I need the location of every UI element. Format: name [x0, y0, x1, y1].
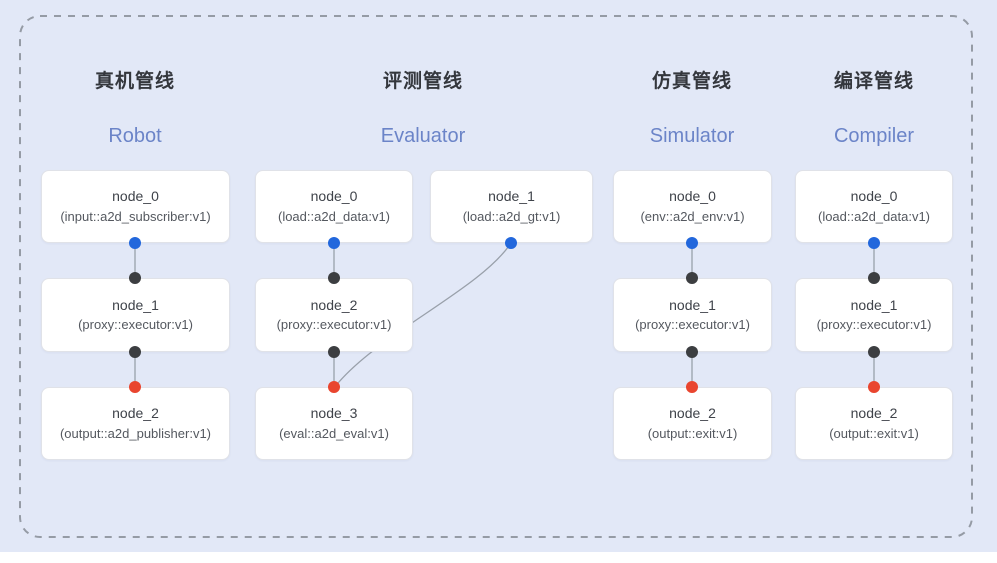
- node-name: node_1: [669, 296, 716, 313]
- node-type: (input::a2d_subscriber:v1): [60, 208, 211, 224]
- node-type: (output::a2d_publisher:v1): [59, 425, 212, 441]
- node-box-robot-1: node_1 (proxy::executor:v1): [41, 278, 230, 352]
- node-name: node_2: [310, 296, 358, 313]
- red-port-dot: [686, 381, 698, 393]
- node-name: node_0: [112, 188, 159, 205]
- curved-wire: [333, 242, 512, 389]
- pipeline-title-en-robot: Robot: [108, 125, 162, 147]
- node-box-evaluator-1: node_1 (load::a2d_gt:v1): [430, 170, 593, 243]
- node-box-compiler-1: node_1 (proxy::executor:v1): [795, 278, 953, 352]
- node-box-evaluator-3: node_3 (eval::a2d_eval:v1): [255, 387, 413, 460]
- black-port-dot: [129, 346, 141, 358]
- node-box-simulator-0: node_0 (env::a2d_env:v1): [613, 170, 772, 243]
- node-name: node_1: [488, 188, 535, 205]
- node-box-evaluator-2: node_2 (proxy::executor:v1): [255, 278, 413, 352]
- node-name: node_0: [310, 188, 358, 205]
- node-name: node_0: [850, 188, 898, 205]
- node-box-robot-2: node_2 (output::a2d_publisher:v1): [41, 387, 230, 460]
- red-port-dot: [328, 381, 340, 393]
- node-box-compiler-2: node_2 (output::exit:v1): [795, 387, 953, 460]
- black-port-dot: [686, 272, 698, 284]
- blue-port-dot: [505, 237, 517, 249]
- node-type: (proxy::executor:v1): [78, 317, 193, 333]
- bottom-white-strip: [0, 552, 997, 563]
- black-port-dot: [868, 272, 880, 284]
- node-type: (env::a2d_env:v1): [640, 208, 745, 224]
- node-name: node_0: [669, 188, 716, 205]
- node-type: (proxy::executor:v1): [276, 317, 392, 333]
- node-box-robot-0: node_0 (input::a2d_subscriber:v1): [41, 170, 230, 243]
- node-type: (output::exit:v1): [647, 425, 738, 441]
- node-name: node_2: [850, 405, 898, 422]
- black-port-dot: [129, 272, 141, 284]
- red-port-dot: [868, 381, 880, 393]
- red-port-dot: [129, 381, 141, 393]
- node-name: node_2: [669, 405, 716, 422]
- node-type: (load::a2d_data:v1): [817, 208, 931, 224]
- pipeline-title-zh-evaluator: 评测管线: [382, 71, 464, 92]
- black-port-dot: [686, 346, 698, 358]
- pipeline-title-zh-compiler: 编译管线: [833, 71, 915, 92]
- node-name: node_3: [310, 405, 358, 422]
- black-port-dot: [868, 346, 880, 358]
- node-box-compiler-0: node_0 (load::a2d_data:v1): [795, 170, 953, 243]
- pipeline-title-zh-robot: 真机管线: [94, 71, 176, 92]
- blue-port-dot: [328, 237, 340, 249]
- pipeline-title-en-simulator: Simulator: [649, 125, 735, 147]
- pipeline-title-en-evaluator: Evaluator: [380, 125, 466, 147]
- node-type: (proxy::executor:v1): [635, 317, 750, 333]
- node-type: (output::exit:v1): [829, 425, 919, 441]
- black-port-dot: [328, 346, 340, 358]
- node-box-simulator-1: node_1 (proxy::executor:v1): [613, 278, 772, 352]
- black-port-dot: [328, 272, 340, 284]
- node-box-simulator-2: node_2 (output::exit:v1): [613, 387, 772, 460]
- node-type: (proxy::executor:v1): [816, 317, 932, 333]
- blue-port-dot: [129, 237, 141, 249]
- node-type: (load::a2d_data:v1): [277, 208, 391, 224]
- node-name: node_2: [112, 405, 159, 422]
- node-box-evaluator-0: node_0 (load::a2d_data:v1): [255, 170, 413, 243]
- node-type: (eval::a2d_eval:v1): [279, 425, 389, 441]
- node-name: node_1: [112, 296, 159, 313]
- pipeline-title-zh-simulator: 仿真管线: [651, 71, 733, 92]
- node-name: node_1: [850, 296, 898, 313]
- blue-port-dot: [686, 237, 698, 249]
- blue-port-dot: [868, 237, 880, 249]
- node-type: (load::a2d_gt:v1): [462, 208, 561, 224]
- pipeline-title-en-compiler: Compiler: [833, 125, 915, 147]
